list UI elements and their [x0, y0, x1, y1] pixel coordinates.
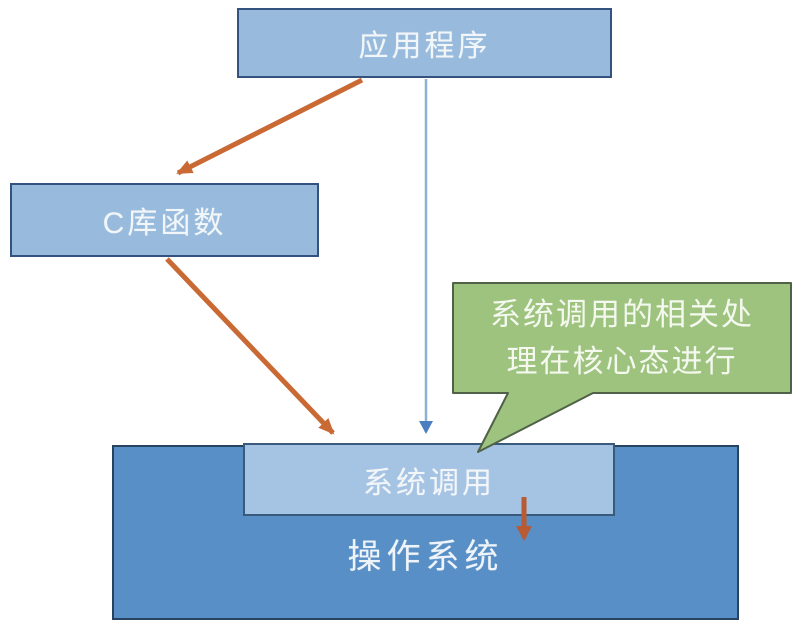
- node-operating-system-label: 操作系统: [347, 538, 504, 576]
- node-c-library: C库函数: [10, 183, 319, 257]
- arrow-clib-to-syscall-icon: [165, 257, 335, 435]
- node-application-label: 应用程序: [358, 30, 491, 63]
- node-application: 应用程序: [237, 8, 612, 78]
- callout-text: 系统调用的相关处 理在核心态进行: [453, 283, 791, 393]
- node-c-library-label: C库函数: [102, 207, 227, 240]
- node-system-call: 系统调用: [243, 443, 615, 516]
- callout-line-2: 理在核心态进行: [506, 344, 738, 379]
- callout-line-1: 系统调用的相关处: [490, 297, 754, 332]
- arrow-app-to-clib-icon: [176, 77, 364, 176]
- node-system-call-label: 系统调用: [363, 466, 495, 500]
